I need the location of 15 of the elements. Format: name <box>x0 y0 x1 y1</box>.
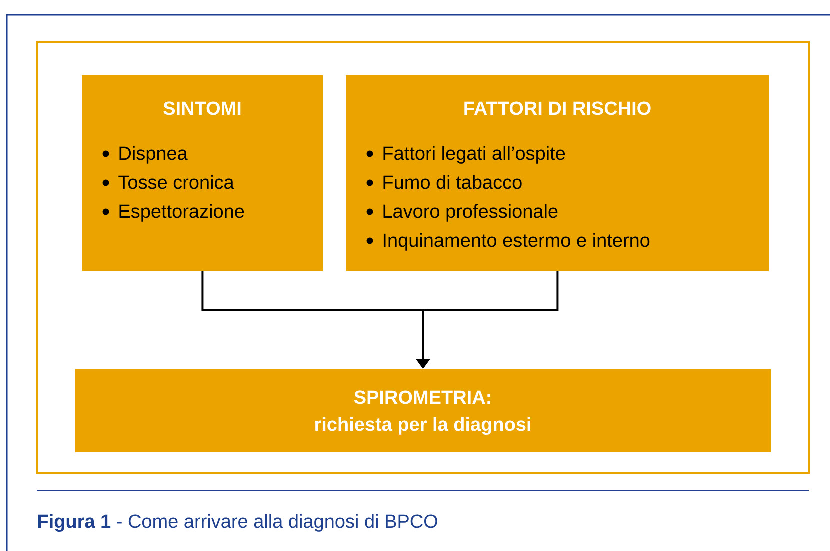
list-item: Inquinamento estermo e interno <box>384 233 650 251</box>
info-box <box>346 75 770 272</box>
list-item: Fumo di tabacco <box>384 175 522 190</box>
figure-caption: Figura 1 - Come arrivare alla diagnosi di BPCO <box>38 514 438 532</box>
list-item: Tosse cronica <box>118 175 234 190</box>
list-item: Espettorazione <box>120 204 244 222</box>
box-text: richiesta per la diagnosi <box>316 417 530 436</box>
info-box <box>75 369 772 452</box>
box-heading: SINTOMI <box>164 102 241 116</box>
list-item: Lavoro professionale <box>384 204 558 222</box>
info-box <box>82 75 324 272</box>
box-text: SPIROMETRIA: <box>354 390 490 404</box>
list-item: Fattori legati all’ospite <box>384 146 566 164</box>
box-heading: FATTORI DI RISCHIO <box>464 102 651 116</box>
list-item: Dispnea <box>120 146 188 164</box>
